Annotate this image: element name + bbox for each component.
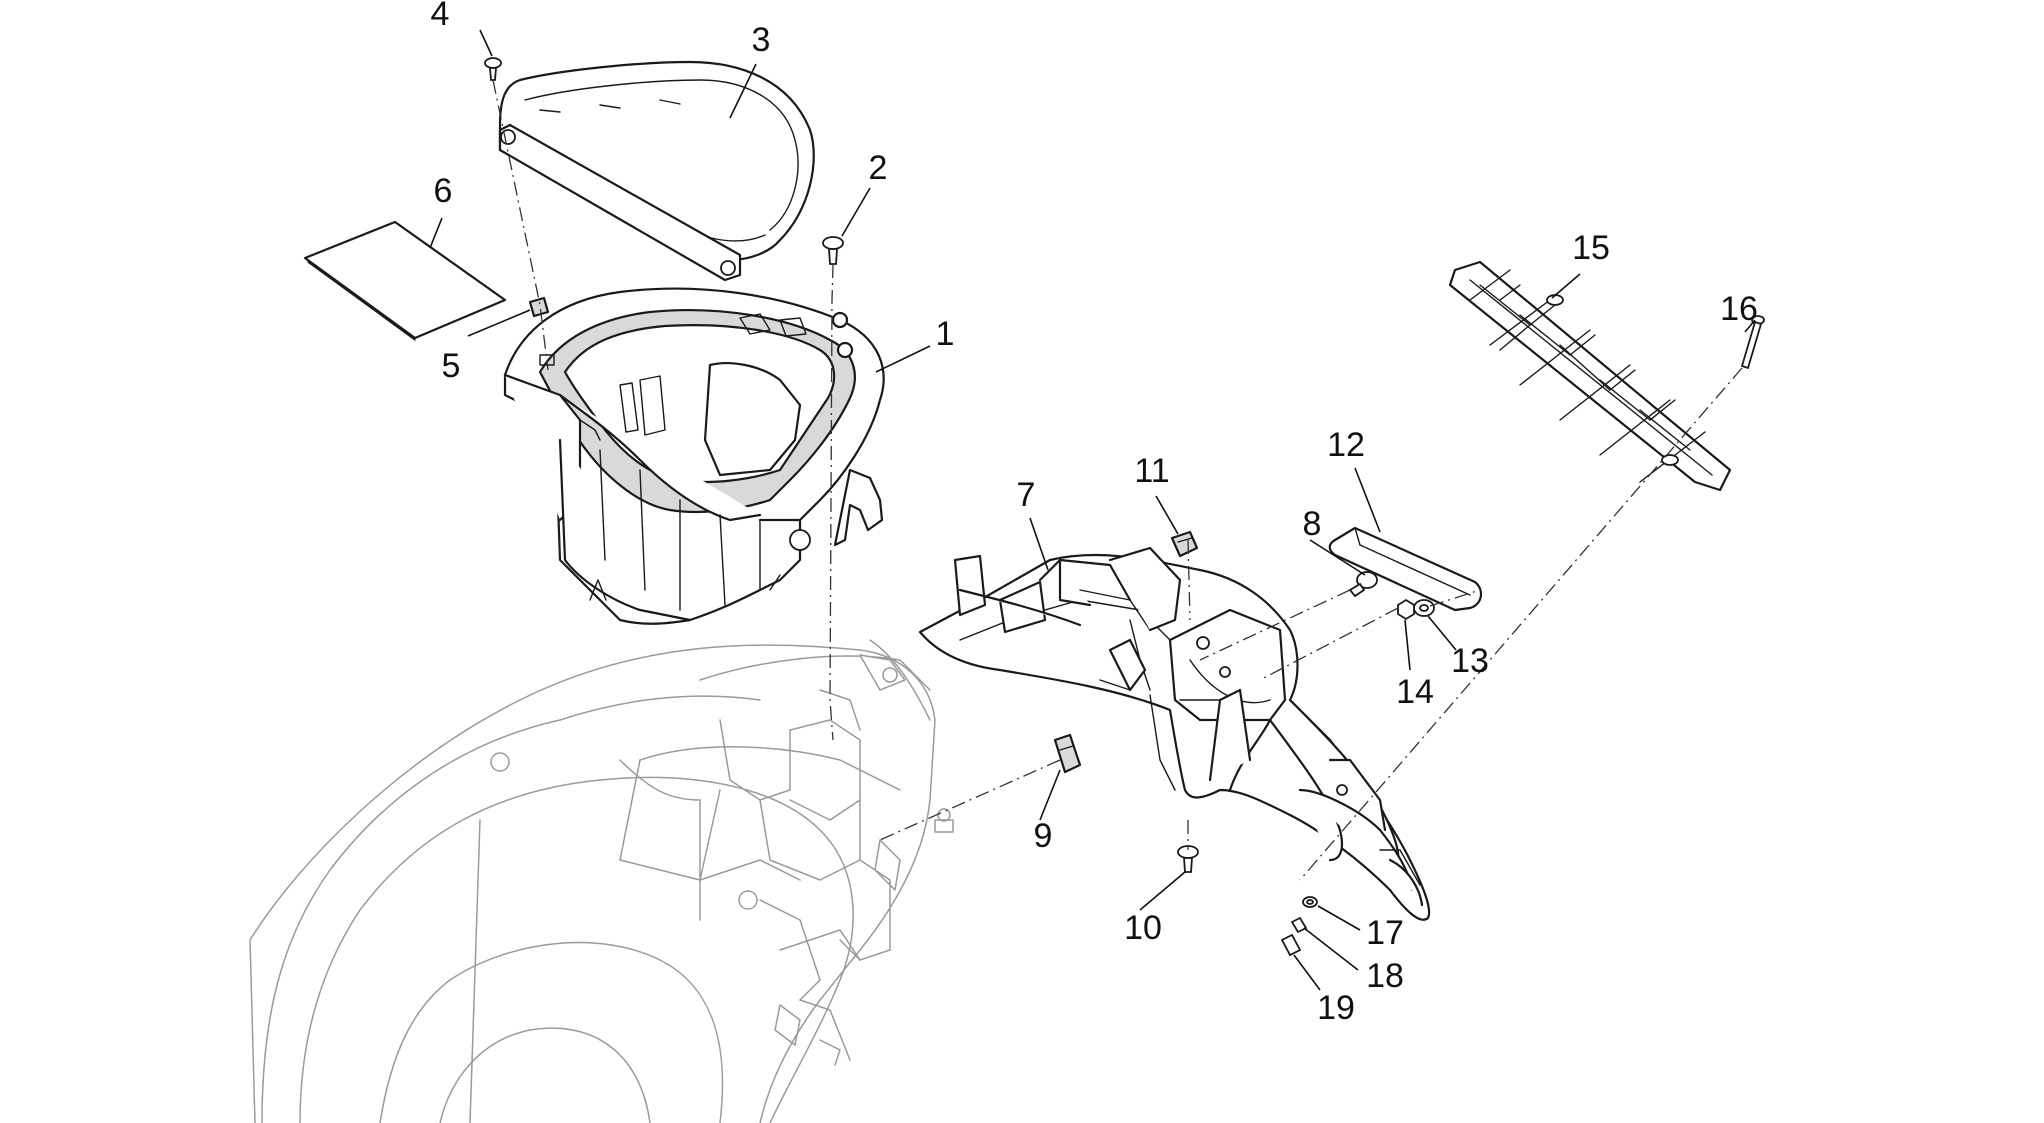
part-9-clip (1053, 733, 1082, 774)
part-6-sheet (303, 220, 507, 341)
callout-10: 10 (1124, 909, 1162, 947)
callout-15: 15 (1572, 229, 1610, 267)
part-15-plate-holder (1448, 260, 1732, 492)
part-3-cover (498, 60, 815, 282)
callout-12: 12 (1327, 426, 1365, 464)
callout-16: 16 (1720, 290, 1758, 328)
callout-3: 3 (752, 21, 771, 59)
part-4-screw (484, 57, 502, 81)
callout-2: 2 (869, 149, 888, 187)
callout-5: 5 (442, 347, 461, 385)
part-12-reflector (1328, 526, 1483, 612)
part-14-nut (1397, 598, 1415, 621)
part-5-clip (528, 296, 550, 318)
callout-1: 1 (936, 315, 955, 353)
callout-6: 6 (434, 172, 453, 210)
callout-4: 4 (431, 0, 450, 33)
frame-chassis (249, 639, 954, 1123)
part-7-mudguard (918, 546, 1431, 921)
callout-9: 9 (1034, 817, 1053, 855)
callout-8: 8 (1303, 505, 1322, 543)
callout-18: 18 (1366, 957, 1404, 995)
part-11-clip (1170, 530, 1199, 558)
callout-7: 7 (1017, 476, 1036, 514)
callout-11: 11 (1134, 452, 1169, 490)
callout-14: 14 (1396, 673, 1434, 711)
part-2-screw (822, 236, 844, 265)
callout-labels: 1 2 3 4 5 6 7 8 9 10 11 12 13 14 15 16 1… (431, 0, 1758, 1027)
part-17-washer (1302, 896, 1318, 908)
part-1-compartment (503, 287, 885, 625)
part-8-bolt (1348, 571, 1378, 598)
part-19-pin (1280, 933, 1302, 957)
leader-lines (429, 29, 1756, 991)
part-18-spring (1290, 916, 1308, 934)
part-13-washer (1413, 599, 1435, 617)
assembly-lines (492, 79, 1743, 881)
callout-13: 13 (1451, 642, 1489, 680)
callout-17: 17 (1366, 914, 1404, 952)
callout-19: 19 (1317, 989, 1355, 1027)
part-16-screw (1740, 315, 1765, 370)
